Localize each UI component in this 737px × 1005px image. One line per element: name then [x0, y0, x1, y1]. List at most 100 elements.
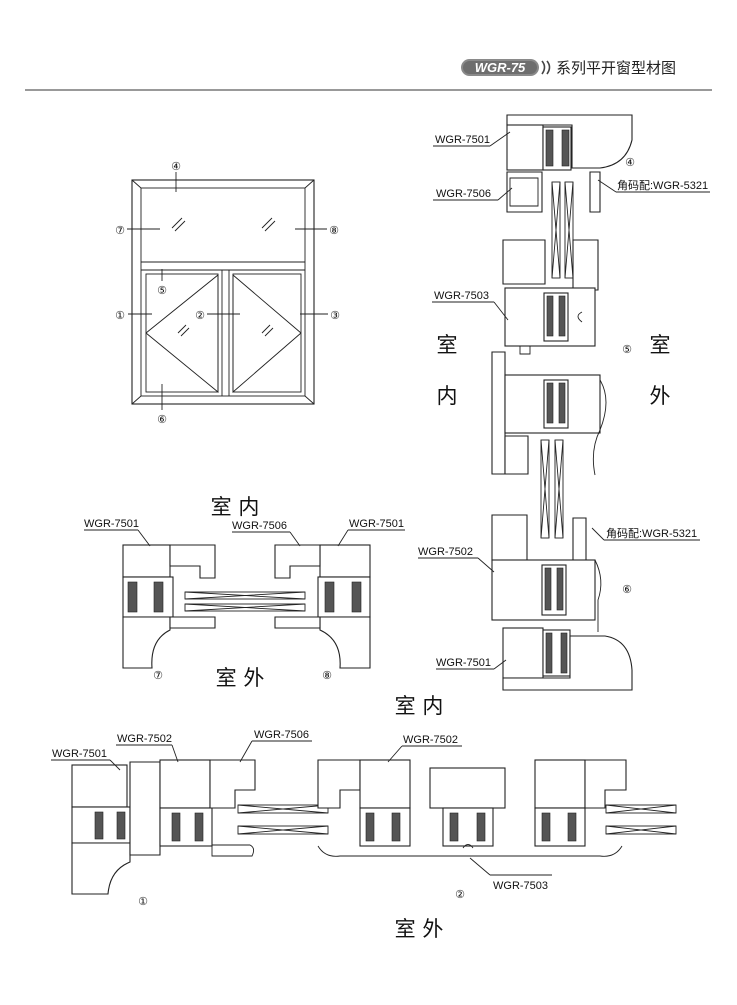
- leader-line: [493, 659, 507, 670]
- bead-left: [169, 616, 216, 629]
- marker-2: ②: [455, 889, 465, 901]
- insulation-strip: [153, 581, 164, 613]
- profile-curve: [594, 559, 602, 632]
- glass-hatch: [605, 804, 677, 835]
- glass-hatch: [551, 181, 574, 279]
- profile-7503-s2: [429, 767, 506, 809]
- insulation-strip: [351, 581, 362, 613]
- profile-7501-left-lower: [122, 616, 171, 669]
- label-7501-bottom: WGR-7501: [436, 657, 491, 669]
- insulation-strip: [171, 812, 181, 842]
- leader-line: [337, 529, 349, 547]
- corner-line: [304, 179, 315, 189]
- label-7502-s1: WGR-7502: [117, 733, 172, 745]
- leader-line: [171, 744, 179, 763]
- profile-7501-top: [506, 114, 633, 169]
- leader-line: [591, 527, 605, 541]
- glass-mark: [177, 324, 190, 337]
- sash-lower: [504, 435, 529, 475]
- marker-8: ⑧: [329, 225, 339, 237]
- outer-frame: [131, 179, 315, 405]
- insulation-strip: [116, 811, 126, 840]
- glazing-bead-top: [589, 171, 601, 213]
- label-7503-s2: WGR-7503: [493, 880, 548, 892]
- inner-frame: [140, 187, 306, 397]
- profile-7506: [506, 171, 543, 213]
- opening-indicator-right: [232, 274, 302, 393]
- profile-7502-s2-left: [359, 759, 411, 809]
- marker-7: ⑦: [115, 225, 125, 237]
- insulation-strip: [546, 295, 554, 337]
- profile-7503-upper: [502, 239, 546, 285]
- badge-text: WGR-75: [475, 60, 526, 75]
- marker-5: ⑤: [622, 344, 632, 356]
- insulation-strip: [94, 811, 104, 840]
- insulation-strip: [567, 812, 577, 842]
- inside-label: 室 内: [395, 694, 444, 718]
- outside-char-1: 室: [650, 333, 671, 357]
- page-title: 系列平开窗型材图: [556, 59, 676, 77]
- label-7506-s1: WGR-7506: [254, 729, 309, 741]
- profile-7501-bottom-chamber: [502, 627, 544, 679]
- profile-7506-left: [169, 544, 216, 579]
- glazing-bead-bottom: [572, 517, 587, 561]
- profile-7501-s1: [71, 764, 128, 808]
- sash-lip: [491, 351, 506, 475]
- screw-port: [577, 311, 583, 323]
- insulation-strip: [541, 812, 551, 842]
- profile-7506-s2-right: [584, 759, 627, 809]
- section-1-2: 室 内 室 外: [51, 694, 677, 941]
- leader-line: [239, 740, 253, 763]
- insulation-zone-s1b: [159, 807, 213, 847]
- marker-6: ⑥: [157, 414, 167, 426]
- profile-7503-bead: [572, 239, 599, 291]
- screw-port: [462, 844, 474, 849]
- label-7502: WGR-7502: [418, 546, 473, 558]
- label-7506: WGR-7506: [436, 188, 491, 200]
- section-7-8: 室 内 室 外 WGR-7501 WGR-7506 WGR-7501 ⑦ ⑧: [84, 495, 405, 690]
- label-7502-s2: WGR-7502: [403, 734, 458, 746]
- label-7501-top: WGR-7501: [435, 134, 490, 146]
- leader-line: [497, 187, 513, 201]
- glass-mark: [171, 217, 186, 232]
- leader-line: [489, 131, 511, 147]
- profile-7502-s1-foot: [160, 844, 255, 857]
- insulation-strip: [556, 567, 564, 611]
- profile-7506-s1: [209, 759, 256, 809]
- marker-4: ④: [625, 157, 635, 169]
- insulation-strip: [365, 812, 375, 842]
- leader-line: [387, 745, 403, 763]
- marker-1: ①: [115, 310, 125, 322]
- label-corner-top: 角码配:WGR-5321: [617, 179, 708, 192]
- profile-foot: [519, 346, 531, 355]
- marker-5: ⑤: [157, 285, 167, 297]
- outside-label: 室 外: [216, 666, 265, 690]
- leader-line: [469, 857, 491, 876]
- profile-7503-s2-base: [317, 845, 623, 857]
- marker-6: ⑥: [622, 584, 632, 596]
- insulation-strip: [391, 812, 401, 842]
- profile-7501-s1-lower: [71, 842, 131, 895]
- inside-char-1: 室: [437, 333, 458, 357]
- insulation-strip: [561, 129, 570, 167]
- profile-7502-s1: [159, 759, 211, 809]
- insulation-strip: [545, 632, 553, 674]
- insulation-strip: [476, 812, 486, 842]
- inside-char-2: 内: [437, 384, 458, 408]
- leader-line: [493, 301, 509, 321]
- insulation-strip: [546, 382, 554, 424]
- profile-7501-right-lower: [319, 616, 371, 669]
- window-elevation: ④ ⑦ ⑧ ⑤ ① ② ③ ⑥: [115, 161, 340, 426]
- leader-line: [137, 529, 151, 547]
- marker-4: ④: [171, 161, 181, 173]
- bead-right: [274, 616, 321, 629]
- profile-7506-right: [274, 544, 321, 579]
- glass-mark: [261, 217, 276, 232]
- profile-7502-upper: [491, 514, 528, 561]
- mullion-s1: [129, 761, 161, 856]
- leader-line: [477, 557, 495, 573]
- marker-1: ①: [138, 896, 148, 908]
- profile-7501-left: [122, 544, 171, 578]
- profile-7501-top-chamber: [506, 124, 544, 171]
- profile-7506-inner: [509, 177, 539, 207]
